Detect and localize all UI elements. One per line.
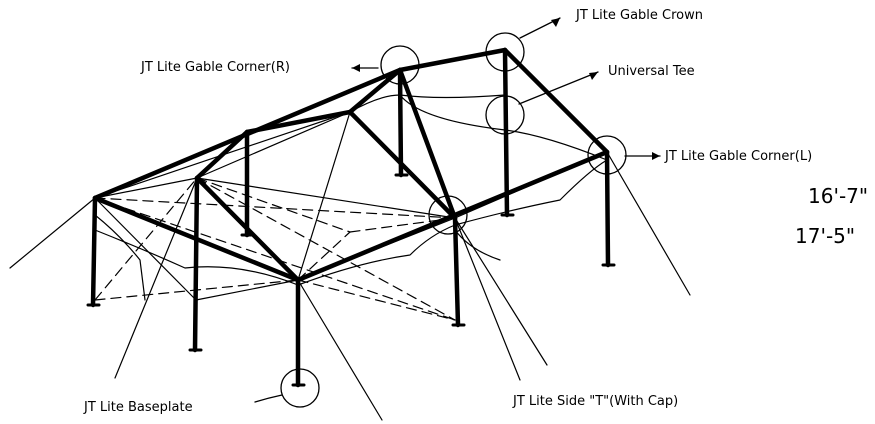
leader-arrowheads — [352, 18, 660, 160]
dimension-2: 17'-5" — [795, 224, 856, 248]
label-gable-crown: JT Lite Gable Crown — [576, 8, 703, 23]
dimension-1: 16'-7" — [808, 184, 869, 208]
guy-ropes — [9, 151, 691, 421]
callout-circle-baseplate — [280, 368, 320, 408]
callout-circle-side-t — [428, 195, 468, 235]
label-side-t: JT Lite Side "T"(With Cap) — [513, 394, 679, 409]
label-gable-corner-r: JT Lite Gable Corner(R) — [141, 60, 290, 75]
callout-circle-universal-tee — [485, 95, 525, 135]
baseplates — [86, 173, 616, 387]
callout-circle-gable-corner-l — [587, 135, 627, 175]
callout-circles — [280, 32, 627, 408]
label-universal-tee: Universal Tee — [608, 64, 695, 79]
leader-lines — [254, 17, 661, 403]
callout-circle-gable-corner-r — [380, 45, 420, 85]
frame-members — [90, 47, 611, 388]
callout-circle-gable-crown — [485, 32, 525, 72]
label-baseplate: JT Lite Baseplate — [84, 400, 193, 415]
label-gable-corner-l: JT Lite Gable Corner(L) — [665, 149, 813, 164]
